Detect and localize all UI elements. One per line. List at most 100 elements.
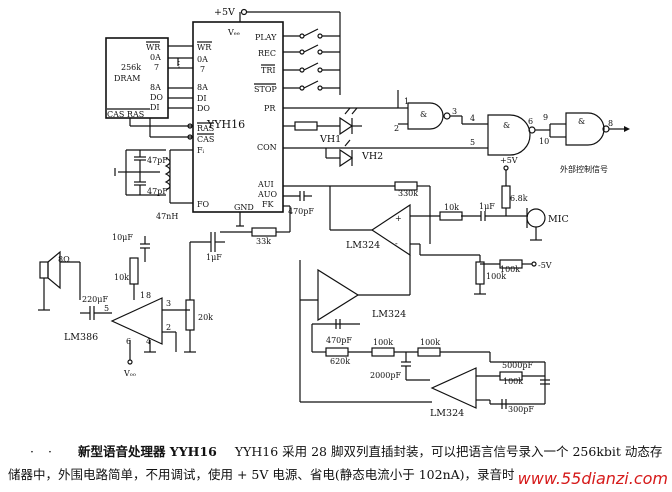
svg-text:2: 2 (394, 124, 399, 133)
external-control-signal: 外部控制信号 (560, 164, 608, 174)
dram-pin-cas-ras: CAS RAS (107, 110, 144, 119)
svg-text:9: 9 (543, 113, 548, 122)
pin-gnd: GND (234, 203, 254, 212)
dram-label-dram: DRAM (114, 74, 140, 83)
circuit-schematic: YYH16 Vₑₑ PLAY REC TRI STOP PR CON WR 0A… (38, 7, 630, 419)
svg-text:8: 8 (608, 119, 613, 128)
svg-text:300pF: 300pF (508, 405, 534, 414)
svg-text:100k: 100k (503, 377, 523, 386)
svg-text:470pF: 470pF (288, 207, 314, 216)
watermark: www.55dianzi.com (517, 469, 668, 488)
dram-pin-7: 7 (154, 63, 159, 72)
dram-chip: WR 0A 7 256k DRAM 8A DO DI CAS RAS (105, 37, 169, 119)
svg-text:10k: 10k (444, 203, 459, 212)
pin-cas: CAS (197, 135, 214, 144)
mic-preamp: +5V 6.8k MIC 1μF 10k + - LM324 100k (283, 156, 569, 295)
supply-top-label: +5V (214, 7, 235, 18)
svg-text:3: 3 (166, 299, 171, 308)
pin-play: PLAY (255, 33, 277, 42)
vdd-label: Vₒₒ (123, 369, 136, 378)
led-indicators: VH1 VH2 (283, 107, 480, 168)
pin-0a: 0A (197, 55, 208, 64)
svg-text:100k: 100k (486, 272, 506, 281)
inductor-47nh: 47nH (156, 212, 178, 221)
output-stage: LM324 100k 5000pF 300pF (299, 345, 550, 419)
svg-text:8: 8 (146, 291, 151, 300)
aui-network: 470pF 33k 1μF (190, 191, 314, 262)
svg-text:470pF: 470pF (326, 336, 352, 345)
svg-text:1: 1 (404, 97, 409, 106)
svg-text:2: 2 (166, 323, 171, 332)
svg-text:-5V: -5V (538, 261, 552, 270)
dram-pin-0a: 0A (150, 53, 161, 62)
svg-text:20k: 20k (198, 313, 213, 322)
svg-text:4: 4 (146, 337, 151, 346)
lm324-c: LM324 (430, 408, 464, 419)
pin-aui: AUI (257, 180, 274, 189)
svg-text:10k: 10k (114, 273, 129, 282)
mic-label: MIC (548, 214, 569, 225)
svg-text:⋮: ⋮ (175, 60, 183, 69)
pin-ras: RAS (197, 124, 214, 133)
caption-line-1: ·· 新型语音处理器 YYH16 YYH16 采用 28 脚双列直插封装，可以把… (30, 444, 663, 459)
pin-vdd: Vₑₑ (227, 28, 240, 37)
pin-wr: WR (197, 43, 212, 52)
dram-pin-do: DO (150, 93, 163, 102)
svg-text:6: 6 (528, 117, 533, 126)
svg-text:100k: 100k (500, 265, 520, 274)
cap-47pf-1: 47pF (147, 156, 168, 165)
svg-text:220μF: 220μF (82, 295, 108, 304)
svg-text:+: + (395, 214, 402, 223)
svg-text:5: 5 (470, 138, 475, 147)
svg-text:6: 6 (126, 337, 131, 346)
svg-text:620k: 620k (330, 357, 350, 366)
svg-text:3: 3 (452, 107, 457, 116)
svg-text:10μF: 10μF (112, 233, 133, 242)
caption-title: 新型语音处理器 YYH16 (77, 444, 217, 459)
svg-text:100k: 100k (373, 338, 393, 347)
pin-auo: AUO (257, 190, 278, 199)
pin-fi: Fᵢ (197, 146, 205, 155)
led-vh2: VH2 (361, 151, 383, 162)
crystal-network: 47pF 47pF 47nH (114, 149, 193, 221)
svg-text:&: & (503, 121, 510, 130)
dram-label-256k: 256k (121, 63, 141, 72)
caption-block: ·· 新型语音处理器 YYH16 YYH16 采用 28 脚双列直插封装，可以把… (8, 440, 664, 486)
led-vh1: VH1 (319, 134, 341, 145)
pin-tri: TRI (261, 66, 276, 75)
pin-pr: PR (264, 104, 276, 113)
dram-bus: ⋮ (129, 45, 193, 140)
caption-line-2: 储器中，外围电路简单，不用调试，使用 + 5V 电源、省电(静态电流小于 102… (8, 467, 515, 482)
svg-text:33k: 33k (256, 237, 271, 246)
svg-text:&: & (420, 110, 427, 119)
dram-pin-8a: 8A (150, 83, 161, 92)
lm324-a: LM324 (346, 240, 380, 251)
svg-text:4: 4 (470, 114, 475, 123)
pin-di: DI (197, 94, 207, 103)
pin-do: DO (197, 104, 210, 113)
nand-gates: & 1 2 3 & 4 5 6 9 10 & 8 外部控制信号 (394, 90, 630, 174)
pin-8a: 8A (197, 83, 208, 92)
svg-text:1: 1 (140, 291, 145, 300)
pin-7: 7 (200, 65, 205, 74)
pin-stop: STOP (254, 85, 277, 94)
svg-text:10: 10 (539, 137, 549, 146)
speaker-label: 8Ω (58, 255, 70, 264)
svg-text:6.8k: 6.8k (510, 194, 528, 203)
svg-text:330k: 330k (398, 189, 418, 198)
lm324-b: LM324 (372, 309, 406, 320)
caption-text-1: YYH16 采用 28 脚双列直插封装，可以把语言信号录入一个 256kbit … (234, 444, 663, 459)
svg-text:&: & (578, 117, 585, 126)
speaker-amp: 8Ω 10μF 10k 220μF LM386 5 8 3 1 4 6 2 Vₒ… (38, 233, 213, 378)
pin-fo: FO (197, 200, 210, 209)
chip-label: YYH16 (206, 118, 245, 131)
pin-fk: FK (262, 200, 275, 209)
yyh16-chip: YYH16 Vₑₑ PLAY REC TRI STOP PR CON WR 0A… (192, 21, 284, 213)
key-switches (283, 28, 340, 91)
svg-text:5000pF: 5000pF (502, 361, 533, 370)
svg-text:1μF: 1μF (206, 253, 222, 262)
svg-text:1μF: 1μF (479, 202, 495, 211)
pin-rec: REC (258, 49, 276, 58)
lm386-label: LM386 (64, 332, 98, 343)
svg-text:-: - (395, 239, 398, 248)
